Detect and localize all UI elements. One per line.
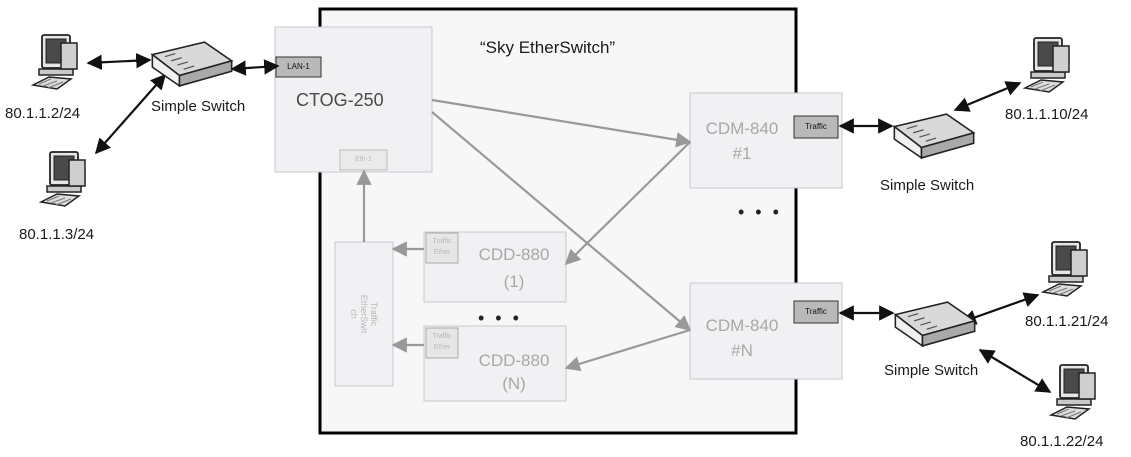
switch-pc4-link: [960, 292, 1040, 325]
cdd1-port: [425, 232, 459, 264]
pc3-icon: [1024, 37, 1070, 93]
cddN-port-line2: Ether: [433, 344, 451, 351]
host4-ip: 80.1.1.21/24: [1025, 313, 1109, 330]
host5-ip: 80.1.1.22/24: [1020, 433, 1104, 450]
cdd-ellipsis: • • •: [478, 308, 522, 328]
cdm1-index: #1: [732, 144, 752, 163]
pc1-switch-link: [86, 52, 152, 71]
ctog-eth-port-label: Eth-1: [355, 156, 372, 163]
tes-line2: EtherSwit: [359, 294, 369, 334]
cdm1-traffic-port: [793, 115, 839, 139]
cdmN-box: [689, 282, 843, 380]
cdm1-traffic-label: Traffic: [805, 122, 827, 131]
left-switch-icon: [151, 41, 233, 87]
cddN-port-line1: Traffic: [432, 333, 452, 340]
right-bottom-switch-icon: [894, 301, 976, 347]
switch-pc5-link: [978, 349, 1052, 393]
host1-ip: 80.1.1.2/24: [5, 105, 81, 122]
host2-ip: 80.1.1.3/24: [19, 226, 95, 243]
host3-ip: 80.1.1.10/24: [1005, 106, 1089, 123]
ctog-box: [274, 26, 433, 173]
cddN-index: (N): [502, 374, 526, 393]
switch-ctog-link: [230, 59, 280, 76]
switch-pc3-link: [953, 81, 1022, 112]
cdd1-port-line2: Ether: [433, 249, 451, 256]
cdmN-traffic-label: Traffic: [805, 307, 827, 316]
cdmN-index: #N: [731, 341, 753, 360]
ctog-to-cdmN-arrow: [431, 111, 692, 331]
pc4-icon: [1042, 241, 1088, 297]
pc1-icon: [32, 34, 78, 90]
right-top-switch-label: Simple Switch: [880, 177, 975, 194]
cddN-port: [425, 327, 459, 359]
tes-line3: ch: [349, 309, 359, 319]
right-bottom-switch-label: Simple Switch: [884, 362, 979, 379]
cdd1-index: (1): [503, 272, 525, 291]
tes-line1: Traffic: [369, 301, 379, 327]
cdm1-name: CDM-840: [705, 119, 779, 138]
cdmN-name: CDM-840: [705, 316, 779, 335]
ctog-lan-port-label: LAN-1: [287, 62, 310, 71]
pc5-icon: [1050, 364, 1096, 420]
cdm1-to-cdd1-arrow: [564, 141, 691, 266]
cdd1-name: CDD-880: [478, 245, 550, 264]
cddN-name: CDD-880: [478, 351, 550, 370]
pc2-icon: [40, 151, 86, 207]
left-switch-label: Simple Switch: [151, 98, 246, 115]
pc2-switch-link: [94, 73, 167, 155]
cdm1-box: [689, 92, 843, 189]
diagram-title: “Sky EtherSwitch”: [480, 38, 616, 57]
cdmN-traffic-port: [793, 300, 839, 324]
ctog-to-cdm1-arrow: [431, 98, 692, 148]
cdd1-port-line1: Traffic: [432, 238, 452, 245]
cdmN-to-cddN-arrow: [564, 328, 691, 372]
cdm-ellipsis: • • •: [738, 202, 782, 222]
ctog-name: CTOG-250: [296, 90, 384, 110]
right-top-switch-icon: [893, 113, 975, 159]
